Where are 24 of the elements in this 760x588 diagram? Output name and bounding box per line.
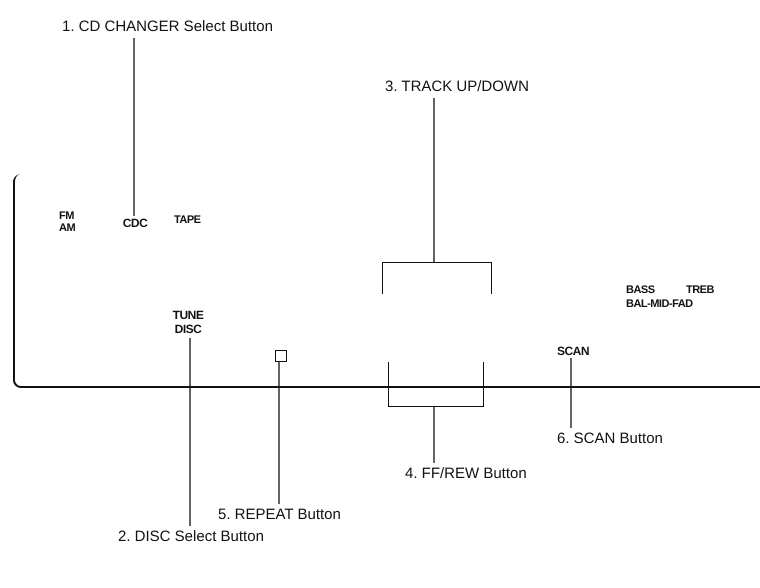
leader-line: [133, 38, 135, 216]
bracket: [388, 362, 484, 407]
bracket: [382, 262, 492, 294]
panel-label: BASS: [626, 284, 655, 296]
callout-text: 5. REPEAT Button: [218, 506, 388, 524]
panel-label: TREB: [686, 284, 714, 296]
leader-line: [278, 362, 280, 504]
callout-text: 4. FF/REW Button: [405, 465, 585, 483]
leader-line: [189, 338, 191, 526]
button-label: SCAN: [552, 344, 594, 358]
panel-label: AM: [59, 222, 76, 234]
button-label: CDC: [118, 216, 152, 230]
leader-line: [570, 358, 572, 428]
button-mark: [275, 350, 287, 362]
panel-label: TAPE: [174, 214, 201, 226]
leader-line: [433, 407, 435, 463]
callout-text: 3. TRACK UP/DOWN: [385, 78, 545, 96]
leader-line: [433, 98, 435, 262]
panel-label: FM: [59, 210, 74, 222]
callout-text: 1. CD CHANGER Select Button: [62, 18, 274, 36]
panel-label: BAL-MID-FAD: [626, 298, 693, 310]
button-label: TUNE DISC: [168, 308, 208, 338]
callout-text: 2. DISC Select Button: [118, 528, 298, 546]
callout-text: 6. SCAN Button: [557, 430, 727, 448]
